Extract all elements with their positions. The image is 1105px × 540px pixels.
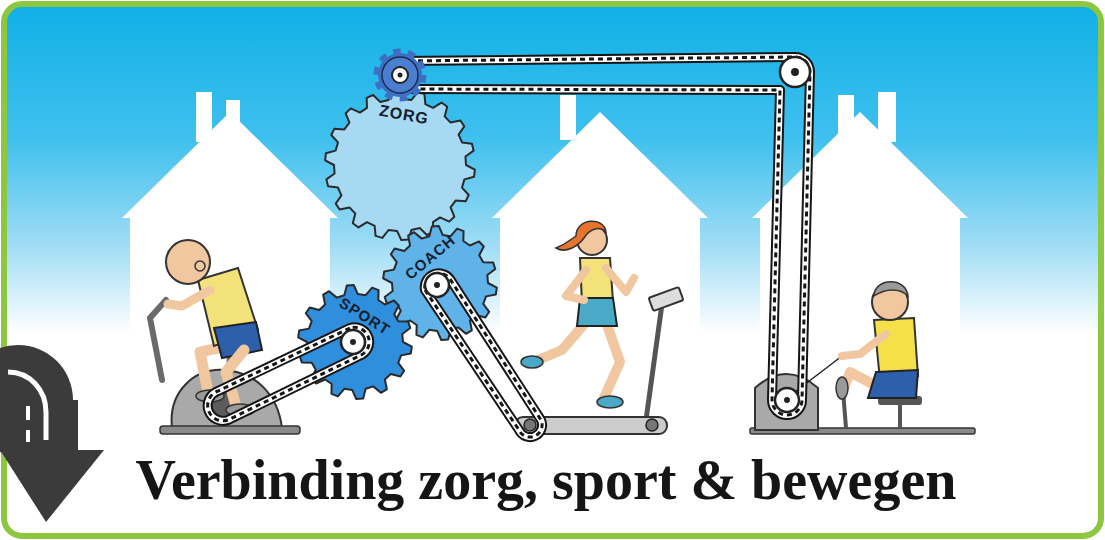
shoe [521, 356, 543, 368]
chain [208, 327, 370, 421]
chain [425, 273, 542, 437]
gear-hub [392, 67, 408, 83]
chain-links [208, 57, 810, 437]
route-icon [0, 345, 104, 522]
gear-node: ZORG [323, 88, 477, 242]
treadmill-belt [515, 417, 667, 434]
bike-base [160, 426, 300, 434]
pulley-axle [791, 68, 799, 76]
bike-handle-post [150, 300, 166, 380]
gear-axle [434, 282, 440, 288]
chimney [560, 95, 576, 140]
pulley-wheel [780, 57, 810, 87]
rowing-machine [750, 282, 975, 434]
gear-teeth [378, 53, 422, 97]
gear-hub [425, 273, 449, 297]
icon-arrowhead [0, 450, 104, 522]
gear-axle [350, 339, 356, 345]
pulley [341, 57, 810, 412]
treadmill-roller [646, 419, 658, 431]
leg [538, 322, 586, 360]
sky [6, 6, 1099, 534]
house [752, 112, 968, 430]
chain [425, 273, 542, 437]
seat-post [898, 404, 902, 428]
chain-fill [208, 57, 810, 437]
shoe [196, 390, 224, 402]
arm [566, 270, 586, 300]
rower-cord [787, 356, 842, 398]
treadmill-post [646, 304, 662, 420]
hair [556, 221, 606, 250]
exercise-bike [150, 240, 300, 434]
small-gear [378, 53, 422, 97]
shoe [226, 404, 254, 416]
icon-road-dash [26, 406, 30, 442]
arm [606, 268, 634, 292]
shoe [836, 377, 848, 399]
ear [195, 261, 205, 271]
title: Verbinding zorg, sport & bewegen [0, 452, 1092, 508]
rower-axle [784, 397, 790, 403]
gear-axle [398, 73, 403, 78]
leg [604, 322, 620, 398]
icon-stem [0, 400, 78, 452]
treadmill-roller [524, 419, 536, 431]
leg [226, 350, 244, 406]
chain-outline [208, 57, 810, 437]
house [122, 112, 338, 430]
head [166, 240, 210, 284]
arm [168, 290, 210, 306]
treadmill-console [649, 287, 684, 311]
rower-wheel [775, 388, 799, 412]
chain [208, 327, 370, 421]
chain [400, 57, 810, 415]
shorts [868, 370, 918, 398]
chain [425, 273, 542, 437]
house [492, 112, 708, 430]
gear-body [382, 57, 418, 93]
houses [122, 92, 968, 430]
gear-outline [325, 90, 475, 240]
chain [208, 327, 370, 421]
gear-outline [298, 285, 412, 399]
treadmill [515, 221, 683, 434]
chain [400, 57, 810, 415]
frame-border [4, 4, 1101, 536]
shoe [597, 396, 623, 408]
gear-hub [341, 330, 365, 354]
arm [842, 334, 886, 356]
gear-node: SPORT [296, 283, 414, 401]
chain [400, 57, 810, 415]
hair [874, 282, 908, 296]
